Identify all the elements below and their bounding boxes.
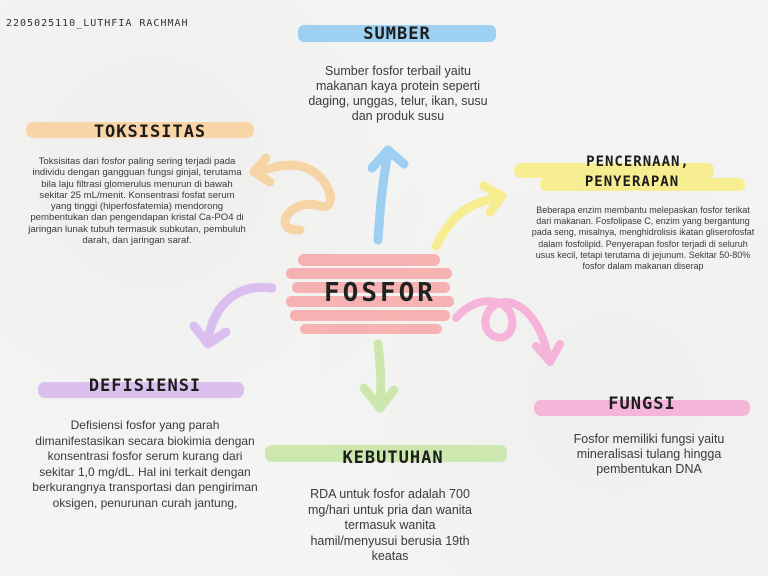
toksisitas-title: TOKSISITAS bbox=[93, 122, 207, 142]
arrow-to-pencernaan bbox=[431, 181, 507, 251]
kebutuhan-text: RDA untuk fosfor adalah 700 mg/hari untu… bbox=[308, 487, 472, 563]
pencernaan-title-line2: PENYERAPAN bbox=[584, 174, 680, 190]
center-scribble bbox=[286, 254, 454, 334]
arrow-to-defisiensi bbox=[189, 282, 277, 349]
fungsi-title: FUNGSI bbox=[608, 394, 676, 414]
pencernaan-highlight-1 bbox=[514, 163, 714, 178]
pencernaan-title-line1: PENCERNAAN, bbox=[586, 154, 690, 170]
arrow-to-fungsi bbox=[452, 297, 564, 366]
author-label: 2205025110_LUTHFIA RACHMAH bbox=[6, 18, 189, 29]
defisiensi-text: Defisiensi fosfor yang parah dimanifesta… bbox=[32, 418, 258, 510]
defisiensi-highlight bbox=[38, 382, 244, 398]
sumber-highlight bbox=[298, 25, 496, 42]
defisiensi-title: DEFISIENSI bbox=[88, 376, 202, 396]
fungsi-text: Fosfor memiliki fungsi yaitu mineralisas… bbox=[573, 432, 725, 476]
sumber-text: Sumber fosfor terbail yaitu makanan kaya… bbox=[308, 64, 488, 123]
toksisitas-highlight bbox=[26, 122, 254, 138]
pencernaan-text: Beberapa enzim membantu melepaskan fosfo… bbox=[531, 205, 755, 272]
arrow-to-sumber bbox=[367, 145, 409, 245]
arrow-to-toksisitas bbox=[249, 153, 335, 235]
arrow-to-kebutuhan bbox=[359, 339, 399, 413]
center-title: FOSFOR bbox=[324, 278, 436, 308]
kebutuhan-title: KEBUTUHAN bbox=[342, 448, 444, 468]
sumber-title: SUMBER bbox=[363, 24, 431, 44]
fungsi-highlight bbox=[534, 400, 750, 416]
pencernaan-highlight-2 bbox=[540, 178, 745, 191]
toksisitas-text: Toksisitas dari fosfor paling sering ter… bbox=[28, 156, 246, 247]
kebutuhan-highlight bbox=[265, 445, 507, 462]
